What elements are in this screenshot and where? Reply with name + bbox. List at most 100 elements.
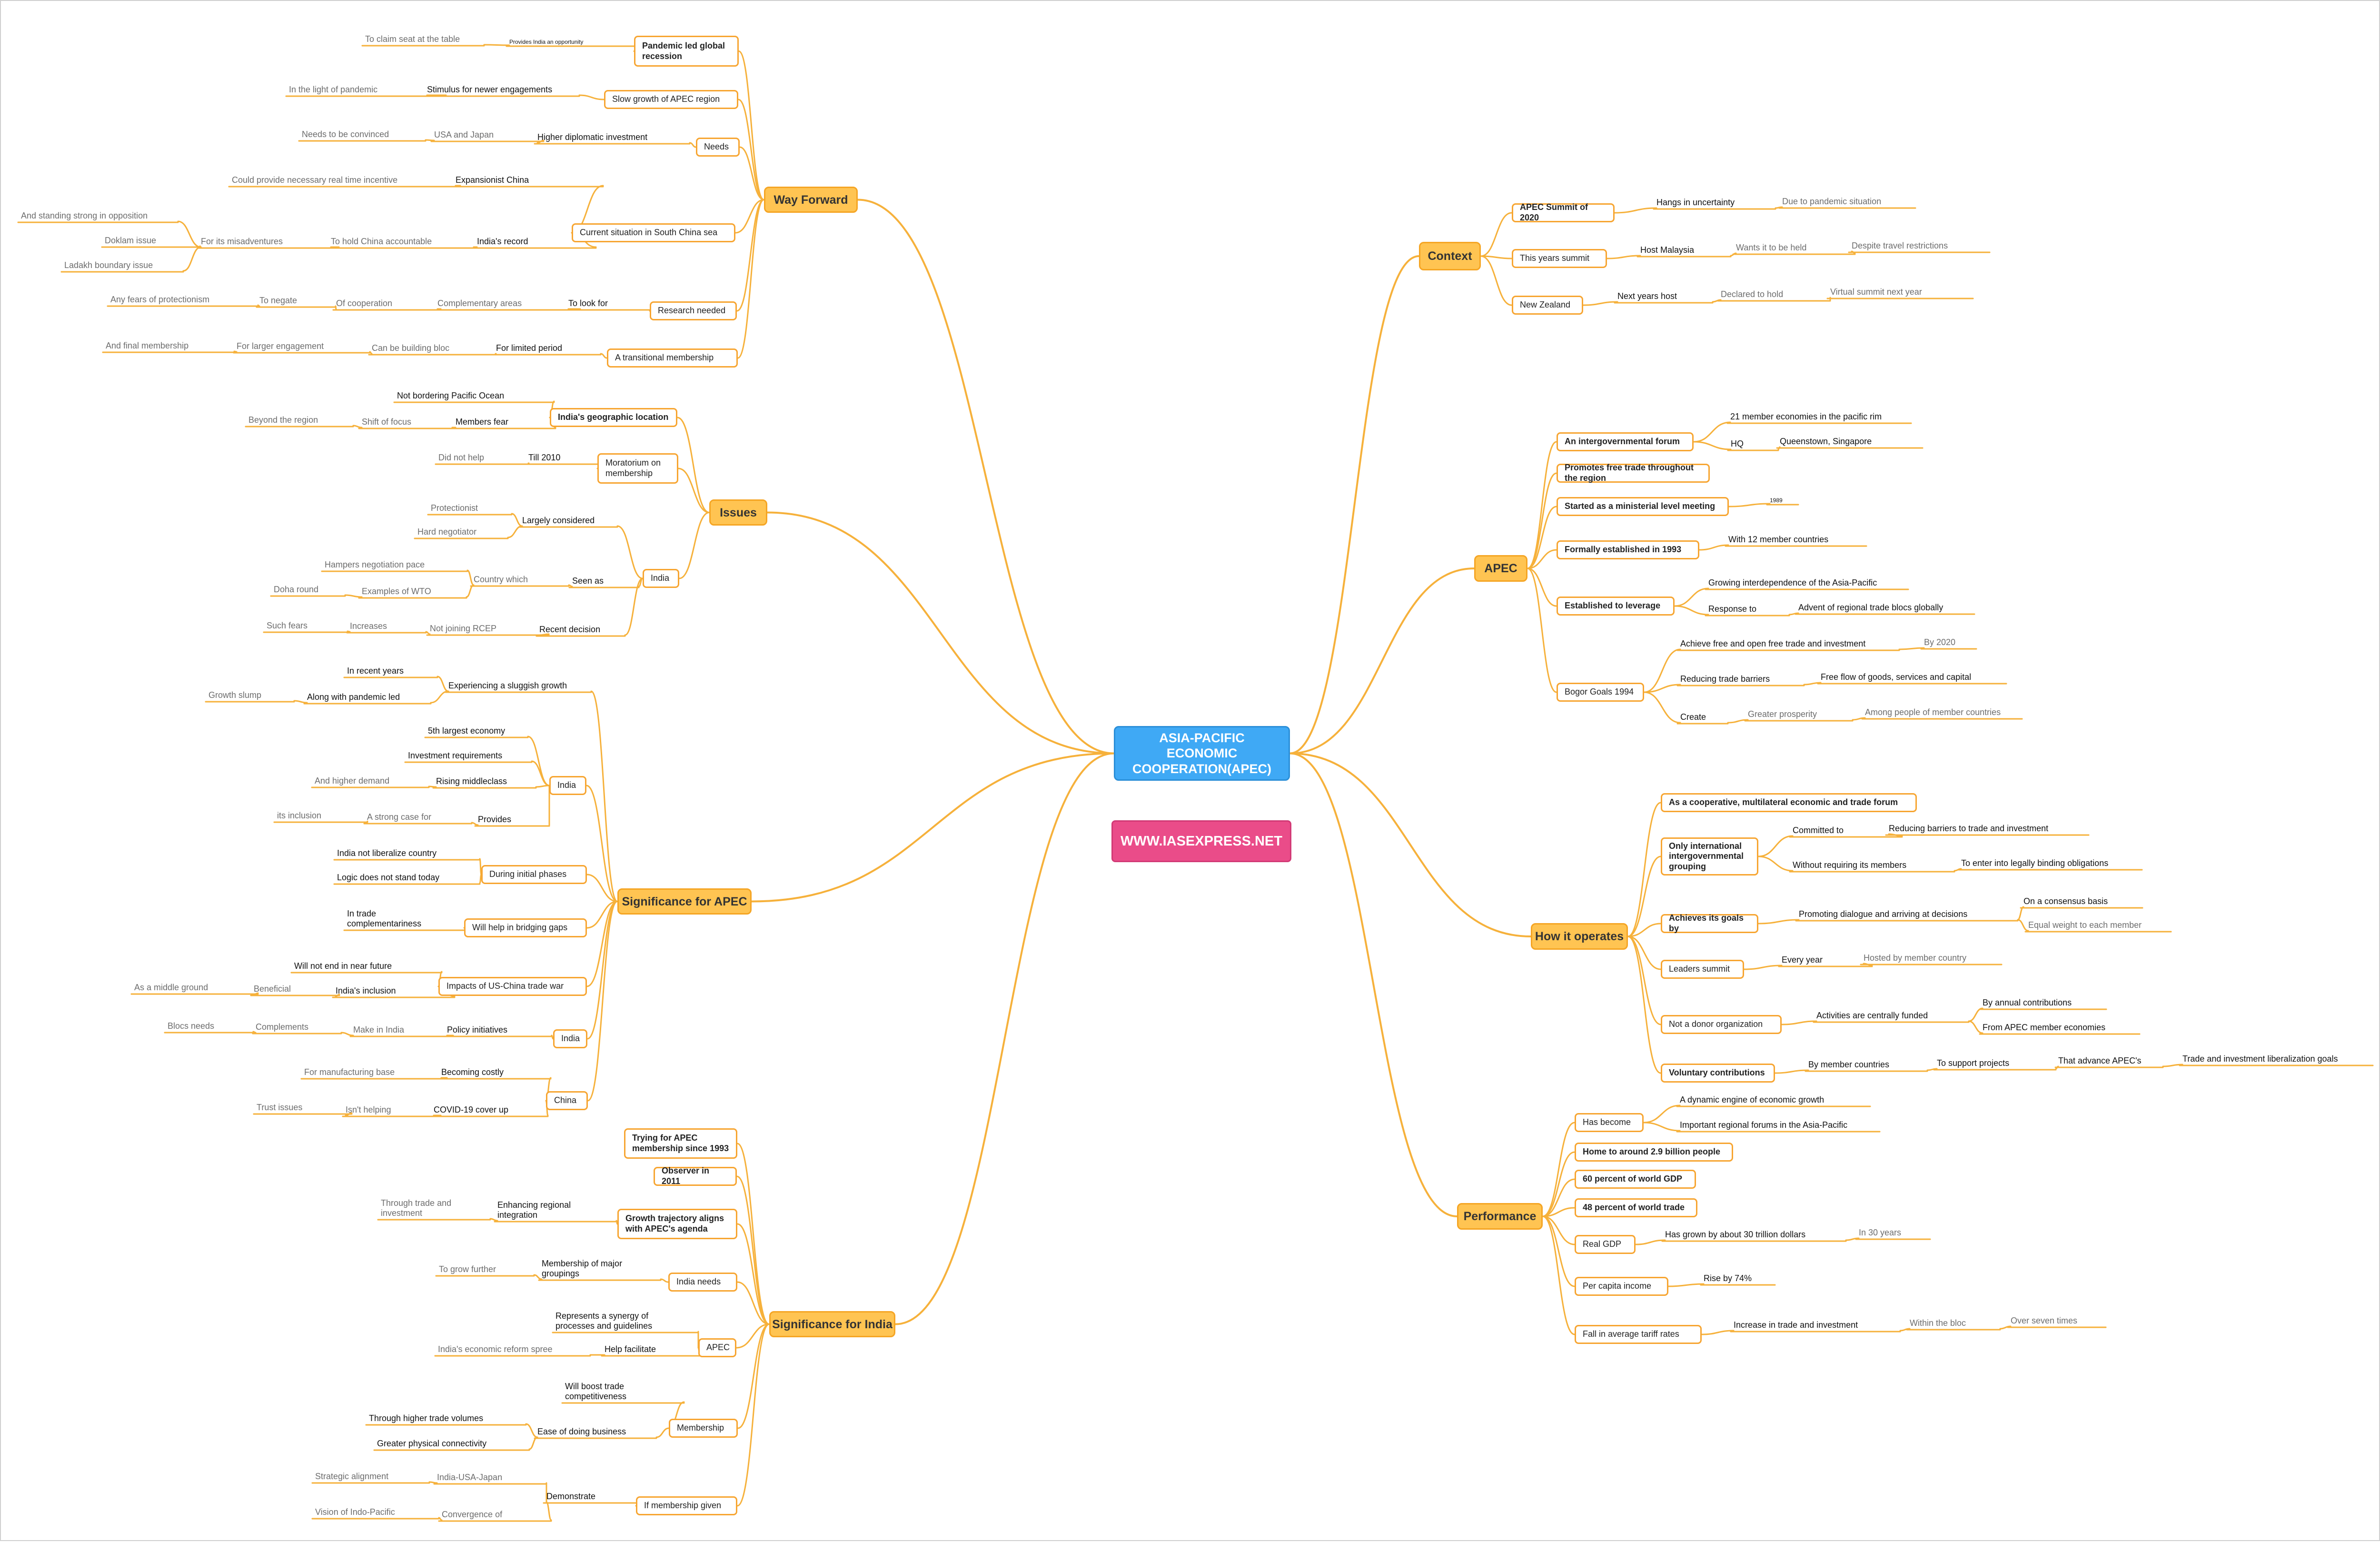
- topic-formally-established-in-1993: Formally established in 1993: [1557, 540, 1699, 559]
- topic-growing-interdependence-of-the-asia-paci: Growing interdependence of the Asia-Paci…: [1708, 578, 1877, 588]
- link-ctx-c2: [1480, 255, 1513, 259]
- topic-on-a-consensus-basis: On a consensus basis: [2023, 896, 2108, 906]
- link-way-w5: [736, 199, 765, 312]
- link-perf-p1: [1542, 1122, 1576, 1217]
- topic-isn-t-helping: Isn't helping: [346, 1105, 391, 1115]
- link-h2-h2c: [1757, 856, 1794, 872]
- link-root-sind: [894, 752, 1115, 1325]
- topic-wants-it-to-be-held: Wants it to be held: [1736, 243, 1807, 253]
- link-sind-n5: [735, 1323, 770, 1349]
- topic-a-dynamic-engine-of-economic-growth: A dynamic engine of economic growth: [1680, 1095, 1825, 1105]
- topic-trying-for-apec-membership-since-1993: Trying for APEC membership since 1993: [624, 1128, 737, 1159]
- topic-through-higher-trade-volumes: Through higher trade volumes: [369, 1413, 484, 1423]
- topic-experiencing-a-sluggish-growth: Experiencing a sluggish growth: [448, 681, 567, 691]
- link-s2e-s2f: [471, 822, 479, 826]
- link-a5b-a5c: [1788, 612, 1799, 616]
- topic-india: India: [643, 569, 679, 588]
- link-root-iss: [766, 511, 1115, 755]
- link-sind-n7: [736, 1323, 770, 1507]
- topic-needs-to-be-convinced: Needs to be convinced: [302, 129, 389, 139]
- topic-trust-issues: Trust issues: [257, 1103, 303, 1113]
- topic-every-year: Every year: [1782, 955, 1823, 965]
- link-i3g-i3h: [344, 594, 363, 598]
- topic-host-malaysia: Host Malaysia: [1640, 245, 1695, 255]
- central-topic: ASIA-PACIFIC ECONOMIC COOPERATION(APEC): [1114, 726, 1290, 781]
- link-sind-n4: [736, 1281, 770, 1325]
- link-s3-s3b: [479, 874, 482, 884]
- topic-for-its-misadventures: For its misadventures: [201, 237, 283, 247]
- topic-in-the-light-of-pandemic: In the light of pandemic: [289, 85, 378, 95]
- topic-to-negate: To negate: [259, 296, 298, 306]
- topic-india-s-inclusion: India's inclusion: [336, 986, 396, 996]
- link-s1b-s1c: [293, 700, 308, 704]
- link-sig-s7: [587, 901, 618, 1102]
- topic-has-become: Has become: [1575, 1113, 1644, 1132]
- link-how-h3: [1627, 923, 1662, 937]
- link-way-w3: [739, 146, 765, 200]
- branch-way-forward: Way Forward: [764, 187, 858, 213]
- topic-current-situation-in-south-china-sea: Current situation in South China sea: [572, 223, 735, 242]
- topic-hangs-in-uncertainty: Hangs in uncertainty: [1656, 198, 1735, 208]
- link-i3k-i3l: [347, 630, 351, 633]
- link-n7b-n7c: [428, 1481, 438, 1484]
- link-h5-h5a: [1781, 1020, 1817, 1025]
- link-a6a-a6b: [1898, 647, 1925, 650]
- topic-any-fears-of-protectionism: Any fears of protectionism: [110, 295, 210, 305]
- link-how-h2: [1627, 856, 1662, 937]
- link-a5-a5a: [1674, 587, 1709, 607]
- topic-india-s-record: India's record: [477, 237, 528, 247]
- link-a4-a4a: [1698, 544, 1729, 551]
- topic-india-s-geographic-location: India's geographic location: [550, 408, 677, 427]
- topic-represents-a-synergy-of-processes-and-gu: Represents a synergy of processes and gu…: [555, 1311, 653, 1331]
- topic-vision-of-indo-pacific: Vision of Indo-Pacific: [315, 1507, 395, 1517]
- topic-if-membership-given: If membership given: [636, 1496, 737, 1515]
- topic-queenstown-singapore: Queenstown, Singapore: [1780, 437, 1872, 447]
- link-root-apec: [1289, 567, 1475, 755]
- topic-promoting-dialogue-and-arriving-at-decis: Promoting dialogue and arriving at decis…: [1799, 909, 1968, 919]
- topic-achieve-free-and-open-free-trade-and-inv: Achieve free and open free trade and inv…: [1680, 639, 1866, 649]
- topic-as-a-cooperative-multilateral-economic-a: As a cooperative, multilateral economic …: [1661, 793, 1917, 812]
- topic-21-member-economies-in-the-pacific-rim: 21 member economies in the pacific rim: [1730, 412, 1882, 422]
- topic-hosted-by-member-country: Hosted by member country: [1864, 953, 1967, 963]
- topic-a-strong-case-for: A strong case for: [367, 812, 432, 822]
- topic-india: India: [549, 776, 586, 795]
- topic-strategic-alignment: Strategic alignment: [315, 1472, 389, 1482]
- topic-in-30-years: In 30 years: [1859, 1228, 1902, 1238]
- topic-by-2020: By 2020: [1924, 637, 1956, 647]
- link-n6b-n6d: [528, 1436, 538, 1450]
- topic-in-trade-complementariness: In trade complementariness: [347, 908, 422, 929]
- link-how-h4: [1627, 935, 1662, 970]
- link-root-way: [857, 199, 1115, 755]
- link-i3a-i3c: [507, 525, 523, 538]
- link-root-sig: [751, 752, 1115, 903]
- link-n4a-n4b: [533, 1274, 543, 1280]
- link-a3-a3a: [1728, 503, 1771, 507]
- topic-of-cooperation: Of cooperation: [336, 298, 393, 308]
- link-way-w2: [737, 99, 765, 200]
- topic-in-recent-years: In recent years: [347, 666, 404, 676]
- topic-during-initial-phases: During initial phases: [481, 865, 587, 884]
- topic-will-boost-trade-competitiveness: Will boost trade competitiveness: [565, 1381, 627, 1402]
- link-n3-n3a: [615, 1220, 618, 1225]
- link-p5a-p5b: [1845, 1237, 1860, 1241]
- link-h4-h4a: [1743, 965, 1783, 970]
- topic-seen-as: Seen as: [572, 576, 604, 586]
- topic-pandemic-led-global-recession: Pandemic led global recession: [634, 36, 739, 67]
- topic-doha-round: Doha round: [274, 585, 319, 595]
- topic-ease-of-doing-business: Ease of doing business: [537, 1427, 626, 1437]
- topic-india-usa-japan: India-USA-Japan: [437, 1472, 503, 1482]
- link-h2-h2a: [1757, 835, 1794, 857]
- topic-rise-by-74: Rise by 74%: [1704, 1273, 1752, 1283]
- topic-reducing-barriers-to-trade-and-investmen: Reducing barriers to trade and investmen…: [1889, 824, 2049, 834]
- link-i1c-i1d: [352, 425, 363, 428]
- topic-along-with-pandemic-led: Along with pandemic led: [307, 692, 400, 702]
- topic-country-which: Country which: [474, 575, 528, 585]
- topic-not-a-donor-organization: Not a donor organization: [1661, 1015, 1782, 1034]
- topic-higher-diplomatic-investment: Higher diplomatic investment: [537, 132, 648, 142]
- topic-increases: Increases: [350, 621, 387, 631]
- link-c2-c2a: [1606, 255, 1641, 259]
- topic-hampers-negotiation-pace: Hampers negotiation pace: [325, 560, 425, 570]
- topic-to-look-for: To look for: [568, 298, 608, 308]
- topic-advent-of-regional-trade-blocs-globally: Advent of regional trade blocs globally: [1798, 603, 1944, 613]
- link-sig-s2: [585, 785, 618, 902]
